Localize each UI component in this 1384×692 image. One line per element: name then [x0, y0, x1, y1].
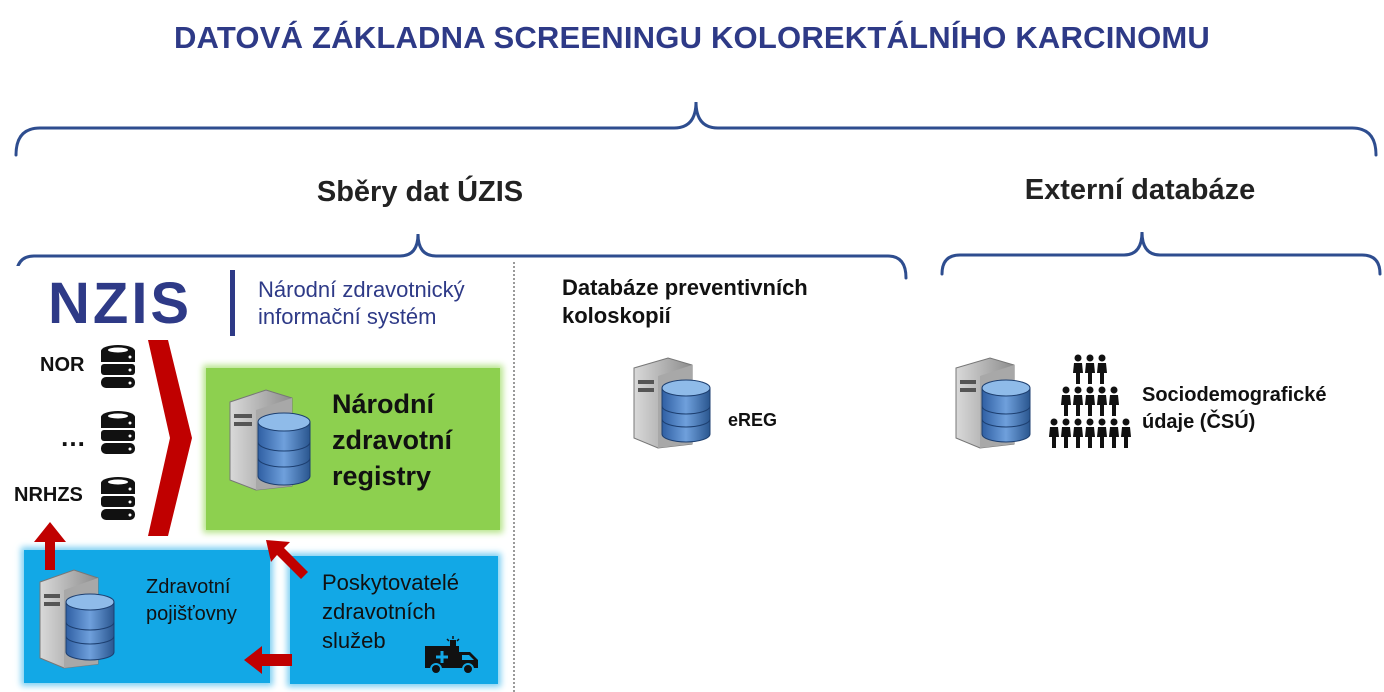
- server-database-icon: [39, 569, 115, 669]
- nzis-name-line-2: informační systém: [258, 304, 437, 329]
- providers-line-1: Poskytovatelé: [322, 570, 459, 595]
- registry-label-ellipsis: …: [60, 422, 86, 452]
- providers-line-2: zdravotních: [322, 599, 436, 624]
- person-figure: [1049, 418, 1059, 448]
- person-figure: [1061, 386, 1071, 416]
- arrow-up-icon: [34, 522, 66, 570]
- external-brace: [940, 231, 1382, 276]
- sociodemographic-label: Sociodemografické údaje (ČSÚ): [1142, 382, 1327, 436]
- socio-line-1: Sociodemografické: [1142, 384, 1327, 406]
- arrow-up-left-icon: [266, 540, 308, 579]
- socio-line-2: údaje (ČSÚ): [1142, 411, 1256, 433]
- person-figure: [1097, 386, 1107, 416]
- person-figure: [1109, 418, 1119, 448]
- top-brace: [14, 101, 1378, 157]
- server-database-icon: [229, 389, 311, 491]
- insurers-line-2: pojišťovny: [146, 603, 237, 625]
- nzis-logo: NZIS: [48, 271, 193, 336]
- database-stack-icon: [101, 411, 135, 454]
- national-registries-line-1: Národní: [332, 389, 435, 419]
- database-stack-icon: [101, 477, 135, 520]
- person-figure: [1073, 386, 1083, 416]
- person-figure: [1061, 418, 1071, 448]
- insurers-line-1: Zdravotní: [146, 576, 231, 598]
- ambulance-icon: [425, 636, 478, 675]
- uzis-section-title: Sběry dat ÚZIS: [316, 176, 524, 208]
- person-figure: [1085, 418, 1095, 448]
- page-title: DATOVÁ ZÁKLADNA SCREENINGU KOLOREKTÁLNÍH…: [173, 20, 1211, 55]
- national-registries-line-2: zdravotní: [332, 425, 453, 455]
- providers-label: Poskytovatelé zdravotních služeb: [322, 568, 459, 655]
- person-figure: [1109, 386, 1119, 416]
- providers-line-3: služeb: [322, 628, 386, 653]
- person-figure: [1097, 418, 1107, 448]
- population-icon: [1049, 354, 1131, 448]
- person-figure: [1073, 418, 1083, 448]
- server-database-icon: [633, 357, 711, 449]
- national-registries-line-3: registry: [332, 461, 432, 491]
- national-registries-label: Národní zdravotní registry: [332, 386, 452, 494]
- person-figure: [1085, 386, 1095, 416]
- uzis-brace: [14, 233, 908, 280]
- nzis-name-line-1: Národní zdravotnický: [258, 277, 465, 302]
- registry-label-nrhzs: NRHZS: [14, 484, 83, 506]
- database-stack-icon: [101, 345, 135, 388]
- arrow-left-icon: [244, 646, 292, 674]
- person-figure: [1073, 354, 1083, 384]
- person-figure: [1085, 354, 1095, 384]
- preventive-colonoscopy-title: Databáze preventivních koloskopií: [562, 274, 808, 330]
- preventive-title-line-2: koloskopií: [562, 303, 671, 328]
- person-figure: [1097, 354, 1107, 384]
- server-database-icon: [955, 357, 1031, 449]
- person-figure: [1121, 418, 1131, 448]
- section-divider: [513, 262, 515, 692]
- external-section-title: Externí databáze: [1024, 174, 1256, 206]
- registry-label-nor: NOR: [40, 354, 85, 376]
- nzis-name: Národní zdravotnický informační systém: [258, 276, 465, 330]
- chevron-right-icon: [148, 340, 192, 536]
- insurers-label: Zdravotní pojišťovny: [146, 574, 237, 628]
- ereg-label: eREG: [728, 410, 778, 430]
- preventive-title-line-1: Databáze preventivních: [562, 275, 808, 300]
- nzis-logo-divider: [230, 270, 235, 336]
